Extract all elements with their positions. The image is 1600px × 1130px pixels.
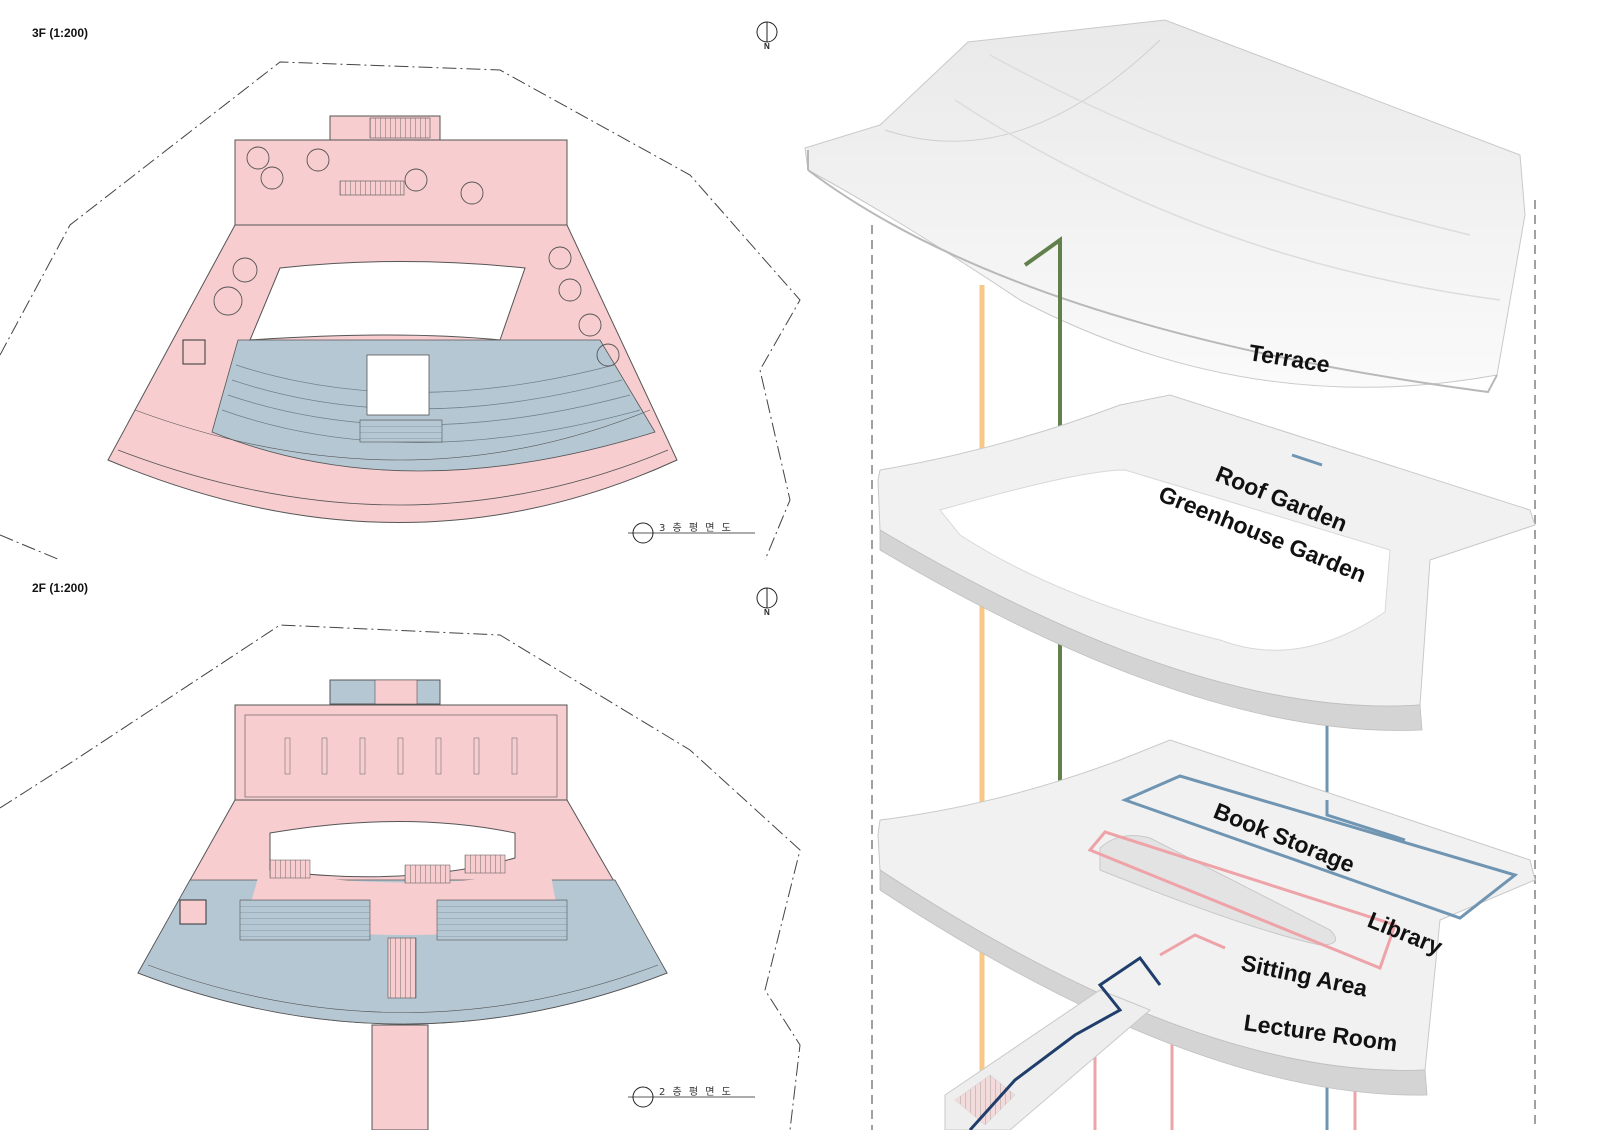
plan-subtitle-2f: 2 층 평 면 도	[659, 1086, 733, 1098]
north-arrow-2f: N	[756, 587, 778, 617]
terrace-slab	[804, 19, 1526, 394]
north-label: N	[764, 42, 770, 51]
axonometric-diagram: Terrace Roof Garden Greenhouse Garden Bo…	[804, 19, 1536, 1130]
garden-slab	[877, 394, 1536, 731]
section-mark-3f: 3 층 평 면 도	[628, 522, 755, 544]
route-library	[1087, 830, 1397, 970]
site-boundary-3f	[0, 61, 801, 561]
section-mark-2f: 2 층 평 면 도	[628, 1086, 755, 1108]
plan-3f: N	[0, 21, 801, 561]
plan-subtitle-3f: 3 층 평 면 도	[659, 522, 733, 534]
north-arrow-3f: N	[756, 21, 778, 51]
route-green	[1023, 236, 1062, 905]
library-slab	[877, 739, 1536, 1130]
route-navy	[968, 955, 1162, 1130]
plan-title-3f: 3F (1:200)	[32, 26, 89, 40]
route-book-storage	[1120, 774, 1519, 920]
north-label-2f: N	[764, 608, 770, 617]
plan-title-2f: 2F (1:200)	[32, 581, 89, 595]
plan-2f: N	[0, 587, 801, 1130]
site-boundary-2f	[0, 624, 801, 1130]
